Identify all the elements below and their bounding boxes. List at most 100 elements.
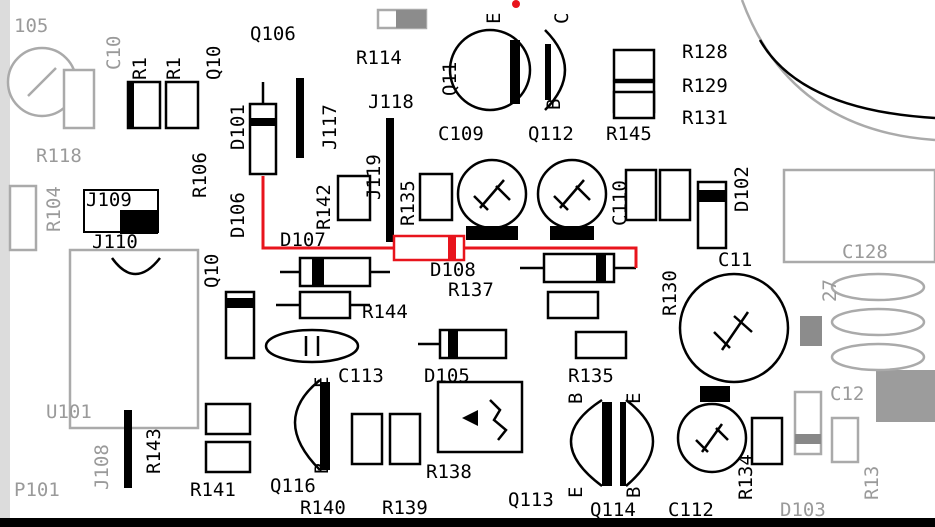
r137-band xyxy=(596,254,606,282)
bar-r143 xyxy=(124,410,132,488)
transistor-q113 xyxy=(569,398,603,488)
resistor-r141a xyxy=(204,402,252,436)
label-r118: R118 xyxy=(36,145,82,167)
c11-band xyxy=(700,386,730,402)
label-j110: J110 xyxy=(92,231,138,253)
faded-res-2 xyxy=(8,184,38,252)
diode-d102-band xyxy=(698,190,726,202)
diode-d101-band xyxy=(250,118,276,126)
potentiometer-r138 xyxy=(436,380,524,454)
label-c112: C112 xyxy=(668,499,714,521)
label-d106: D106 xyxy=(227,192,249,238)
label-r106: R106 xyxy=(189,152,211,198)
bar-j117 xyxy=(296,78,304,158)
label-r129: R129 xyxy=(682,75,728,97)
diode-d107 xyxy=(298,256,372,288)
capacitor-c113 xyxy=(264,328,360,364)
label-pin-c1: C xyxy=(551,13,573,24)
components xyxy=(83,28,790,488)
labels: 105 C10 R1 R1 Q10 Q106 R114 J117 J118 Q1… xyxy=(14,13,888,521)
q114-flat xyxy=(620,402,626,486)
label-r143: R143 xyxy=(143,428,165,474)
label-c113: C113 xyxy=(338,365,384,387)
diode-d106-band xyxy=(226,298,254,308)
faded-diode-band xyxy=(795,434,821,444)
label-pin-e3: E xyxy=(565,487,587,498)
trace-left xyxy=(261,176,394,250)
label-pin-e1: E xyxy=(483,13,505,24)
label-q116: Q116 xyxy=(270,475,316,497)
diode-d101 xyxy=(248,102,278,176)
resistor-r141b xyxy=(204,440,252,474)
label-pin-b2: B xyxy=(311,463,333,474)
q113-flat xyxy=(602,402,612,486)
resistor-r139 xyxy=(388,412,422,466)
c11-symbol xyxy=(713,311,753,351)
d108-band xyxy=(448,236,456,260)
label-r141: R141 xyxy=(190,479,236,501)
label-q112: Q112 xyxy=(528,123,574,145)
label-r131: R131 xyxy=(682,107,728,129)
label-d105: D105 xyxy=(424,365,470,387)
faded-cap-symbol xyxy=(27,67,57,97)
faded-block-right xyxy=(782,168,935,264)
label-d102: D102 xyxy=(731,166,753,212)
label-q106: Q106 xyxy=(250,23,296,45)
label-c11: C11 xyxy=(718,249,752,271)
bar-j119 xyxy=(386,118,394,242)
label-pin-e4: E xyxy=(623,393,645,404)
label-p101: P101 xyxy=(14,479,60,501)
label-c10x: C10 xyxy=(103,36,125,70)
transistor-q114 xyxy=(625,398,655,487)
label-j109: J109 xyxy=(86,189,132,211)
diode-d107-band xyxy=(312,258,324,286)
label-r138: R138 xyxy=(426,461,472,483)
resistor-c110b xyxy=(658,168,692,222)
faded-top-band xyxy=(396,10,426,28)
resistor-r142 xyxy=(336,174,372,222)
gray-pad xyxy=(800,316,822,346)
highlighted-trace xyxy=(261,0,638,268)
label-d101: D101 xyxy=(227,104,249,150)
top-right-arc xyxy=(740,0,935,142)
label-pin-b1: B xyxy=(543,99,565,110)
label-r144: R144 xyxy=(362,301,408,323)
c109-symbol xyxy=(473,179,511,211)
resistor-r144 xyxy=(298,290,352,320)
label-r12x: 27 xyxy=(819,279,841,302)
label-r130: R130 xyxy=(659,270,681,316)
label-u101: U101 xyxy=(46,401,92,423)
pot-zigzag xyxy=(489,399,508,441)
label-r1xx: R13 xyxy=(861,466,883,500)
label-r137: R137 xyxy=(448,279,494,301)
label-q10: Q10 xyxy=(203,46,225,80)
label-r105: 105 xyxy=(14,15,48,37)
top-right-arc-dark xyxy=(758,39,935,120)
label-r140: R140 xyxy=(300,497,346,519)
faded-diode-d103 xyxy=(793,390,823,456)
label-pin-b3: B xyxy=(565,393,587,404)
faded-cap-1 xyxy=(830,272,926,302)
q11x-flat xyxy=(510,40,520,104)
label-d107: D107 xyxy=(280,229,326,251)
label-c109: C109 xyxy=(438,123,484,145)
resistor-r1a-band xyxy=(128,82,134,128)
bottom-edge xyxy=(0,518,935,527)
trace-top-dot xyxy=(512,0,520,8)
transistor-q116 xyxy=(293,379,321,471)
label-pin-b4: B xyxy=(623,487,645,498)
label-d108: D108 xyxy=(430,259,476,281)
c112-symbol xyxy=(695,423,729,453)
label-r145: R145 xyxy=(606,123,652,145)
resistor-r128 xyxy=(612,48,656,82)
label-r104: R104 xyxy=(43,186,65,232)
label-r135: R135 xyxy=(568,365,614,387)
label-pin-e2: E xyxy=(311,377,333,388)
label-r1a: R1 xyxy=(129,57,151,80)
resistor-r135v xyxy=(418,172,454,222)
c110-symbol xyxy=(553,179,591,211)
label-j117: J117 xyxy=(319,104,341,150)
label-r135v: R135 xyxy=(397,180,419,226)
